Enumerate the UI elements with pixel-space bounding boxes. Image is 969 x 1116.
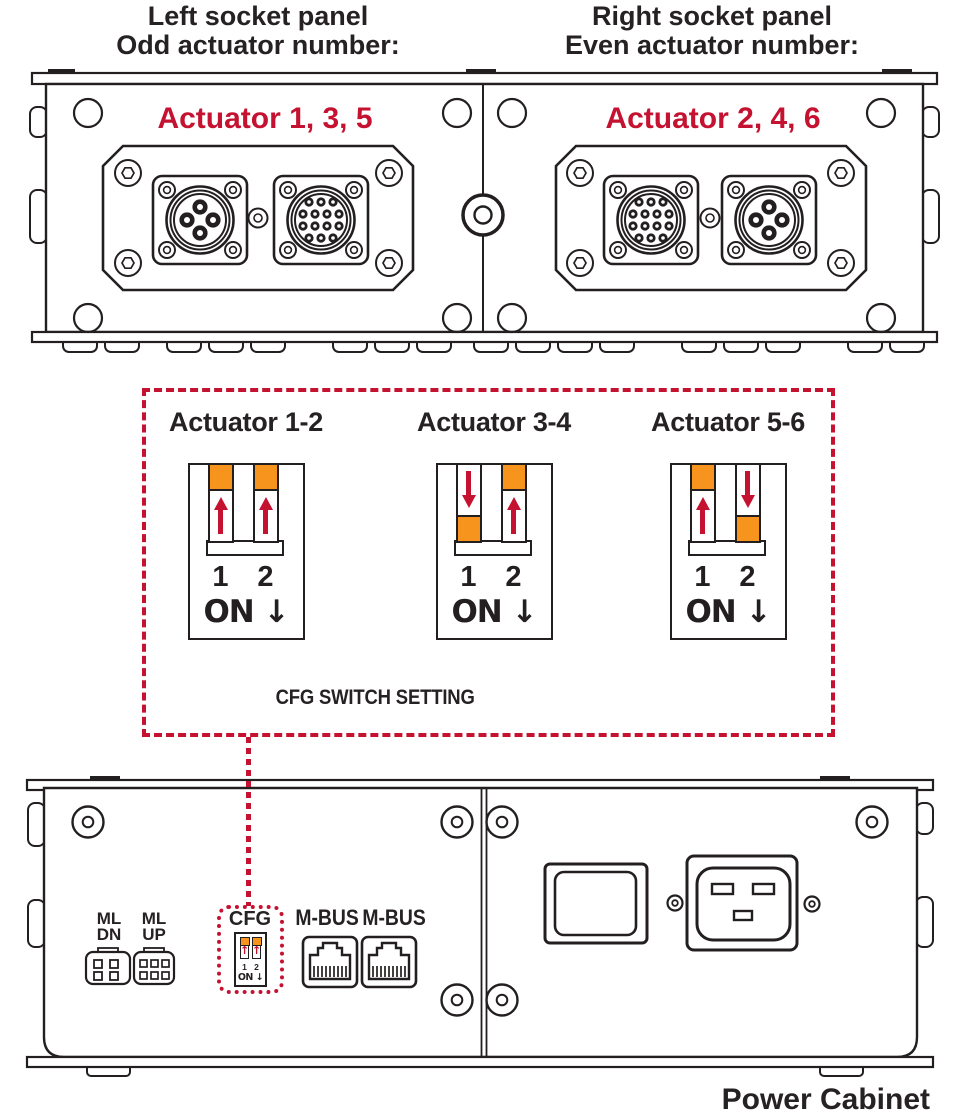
- ml-up-label: ML UP: [141, 909, 167, 944]
- dip-on-direction-label: ON ↓: [203, 594, 289, 630]
- dip-switch-tray: [687, 540, 766, 556]
- cfg-switch-setting-caption: CFG SWITCH SETTING: [275, 686, 475, 709]
- dip-handle: [207, 462, 234, 491]
- cfg-setting-callout-box: [142, 388, 835, 737]
- dip-switch-body: 1 2 ON ↓: [669, 462, 787, 640]
- power-rocker-switch: [543, 862, 649, 945]
- dip-channel-1: [689, 462, 716, 543]
- socket-panel-unit: [29, 69, 940, 353]
- power-inlet-c20: [666, 854, 821, 952]
- left-panel-heading-line2: Odd actuator number:: [116, 30, 400, 60]
- center-bolt: [461, 193, 505, 237]
- ml-dn-connector: [84, 947, 132, 986]
- dip-on-direction-label: ON ↓: [451, 594, 537, 630]
- dip-channel-2: [734, 462, 761, 543]
- direction-arrow-icon: [692, 496, 714, 534]
- dip-switch-label: Actuator 5-6: [651, 407, 805, 437]
- left-panel-heading-line1: Left socket panel: [147, 1, 369, 31]
- mini-dip-pin-numbers: 1 2: [242, 962, 259, 972]
- mbus-jack-right: [360, 935, 418, 989]
- power-cabinet-title: Power Cabinet: [721, 1083, 930, 1116]
- dip-channel-1: [207, 462, 234, 543]
- dip-channel-1: [455, 462, 482, 543]
- dip-switch-tray: [205, 540, 284, 556]
- dip-pin-numbers: 1 2: [694, 561, 756, 593]
- mini-up-arrow-icon: ↑: [252, 944, 262, 957]
- right-panel-heading: Right socket panel Even actuator number:: [512, 2, 912, 60]
- direction-arrow-icon: [210, 496, 232, 534]
- dip-handle: [689, 462, 716, 491]
- direction-arrow-icon: [458, 470, 480, 508]
- dip-switch-tray: [453, 540, 532, 556]
- dip-pin-numbers: 1 2: [212, 561, 274, 593]
- ml-dn-label: ML DN: [96, 909, 122, 944]
- left-panel-heading: Left socket panel Odd actuator number:: [58, 2, 458, 60]
- dip-switch-body: 1 2 ON ↓: [435, 462, 553, 640]
- dip-switch-label: Actuator 3-4: [417, 407, 571, 437]
- dip-channel-2: [252, 462, 279, 543]
- dip-on-direction-label: ON ↓: [685, 594, 771, 630]
- direction-arrow-icon: [503, 496, 525, 534]
- left-actuator-numbers-label: Actuator 1, 3, 5: [157, 102, 373, 135]
- right-actuator-numbers-label: Actuator 2, 4, 6: [605, 102, 821, 135]
- power-cabinet-unit: [25, 776, 935, 1077]
- mini-dip-handle: [240, 937, 250, 946]
- dip-handle: [500, 462, 527, 491]
- mbus-left-label: M-BUS: [295, 905, 359, 930]
- mini-dip-on-label: ON ↓: [237, 972, 264, 983]
- mini-dip-channel-2: ↑: [252, 937, 262, 959]
- dip-handle: [252, 462, 279, 491]
- right-panel-heading-line1: Right socket panel: [591, 1, 833, 31]
- mini-dip-handle: [252, 937, 262, 946]
- dip-pin-numbers: 1 2: [460, 561, 522, 593]
- mbus-jack-left: [301, 935, 359, 989]
- dip-switch-actuator-5-6: Actuator 5-6 1 2 ON ↓: [628, 407, 828, 640]
- dip-handle: [455, 514, 482, 543]
- direction-arrow-icon: [255, 496, 277, 534]
- cfg-highlight-box: [217, 905, 284, 994]
- direction-arrow-icon: [737, 470, 759, 508]
- cfg-port-label: CFG: [228, 908, 272, 930]
- dip-switch-body: 1 2 ON ↓: [187, 462, 305, 640]
- right-panel-heading-line2: Even actuator number:: [564, 30, 860, 60]
- ml-up-connector: [132, 947, 176, 986]
- dip-switch-actuator-1-2: Actuator 1-2 1 2 ON ↓: [146, 407, 346, 640]
- dip-channel-2: [500, 462, 527, 543]
- mini-up-arrow-icon: ↑: [240, 944, 250, 957]
- mbus-right-label: M-BUS: [362, 905, 426, 930]
- dip-switch-label: Actuator 1-2: [169, 407, 323, 437]
- mini-dip-channel-1: ↑: [240, 937, 250, 959]
- cfg-mini-dip-switch: ↑ ↑ 1 2 ON ↓: [234, 932, 267, 987]
- callout-connector-line: [246, 737, 251, 906]
- dip-handle: [734, 514, 761, 543]
- dip-switch-actuator-3-4: Actuator 3-4 1 2 ON ↓: [394, 407, 594, 640]
- right-socket-plate: [554, 144, 868, 292]
